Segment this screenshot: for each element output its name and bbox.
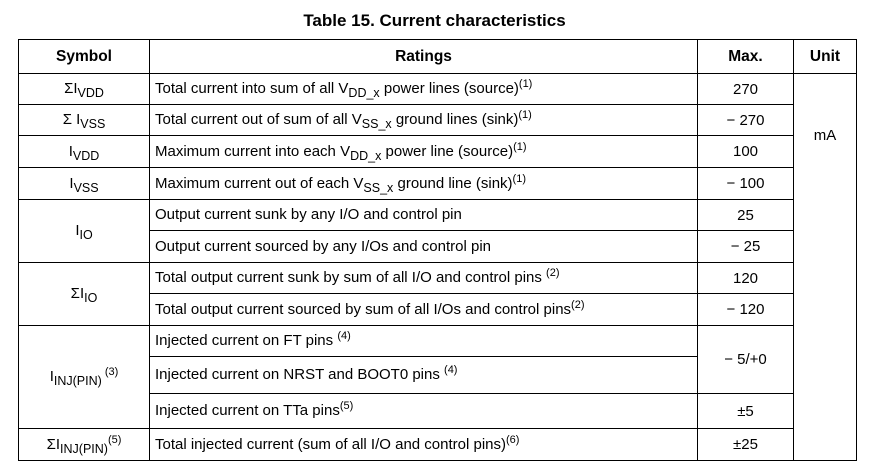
symbol-main: I [68, 142, 73, 160]
table-caption: Table 15. Current characteristics [303, 11, 566, 30]
rating-cell: Total output current sourced by sum of a… [149, 293, 698, 326]
symbol-subscript: IO [84, 291, 98, 305]
table-row: Injected current on TTa pins(5)±5 [19, 393, 857, 429]
max-value-cell: − 25 [697, 230, 794, 263]
table-row: Output current sourced by any I/Os and c… [19, 230, 857, 263]
symbol-main: ΣI [64, 80, 78, 97]
symbol-subscript: IO [79, 228, 93, 242]
rating-text-tail: power line (source) [381, 142, 514, 160]
rating-text: Total output current sourced by sum of a… [155, 300, 572, 318]
rating-subscript: SS_x [361, 117, 392, 131]
symbol-main: ΣI [70, 285, 85, 302]
symbol-main: I [69, 174, 74, 192]
header-unit: Unit [793, 39, 857, 74]
rating-text-tail: ground lines (sink) [391, 111, 519, 128]
rating-cell: Injected current on FT pins (4) [149, 325, 698, 357]
rating-cell: Injected current on NRST and BOOT0 pins … [149, 356, 698, 394]
unit-cell: mA [793, 73, 857, 461]
rating-cell: Total current out of sum of all VSS_x gr… [149, 104, 698, 136]
max-value-cell: 100 [697, 135, 794, 168]
symbol-note: (3) [101, 366, 119, 378]
rating-text: Maximum current into each V [155, 142, 351, 160]
max-value-cell: − 270 [697, 104, 794, 136]
rating-cell: Total current into sum of all VDD_x powe… [149, 73, 698, 105]
rating-cell: Injected current on TTa pins(5) [149, 393, 698, 429]
symbol-cell: ΣIVDD [18, 73, 150, 105]
symbol-cell: Σ IVSS [18, 104, 150, 136]
symbol-subscript: VSS [80, 117, 106, 131]
symbol-subscript: VDD [72, 148, 100, 163]
table-row: ΣIIO Total output current sunk by sum of … [18, 262, 857, 326]
symbol-cell: IIO [18, 199, 150, 263]
symbol-cell: IVSS [18, 167, 150, 200]
rating-note: (4) [337, 330, 351, 342]
rating-cell: Output current sourced by any I/Os and c… [149, 230, 698, 263]
rating-subscript: SS_x [363, 180, 394, 195]
header-row: Symbol Ratings Max. Unit [18, 39, 857, 74]
symbol-main: ΣI [46, 435, 61, 453]
rating-note: (4) [444, 364, 458, 376]
symbol-cell: ΣIIO [18, 262, 150, 326]
rating-subscript: DD_x [350, 148, 382, 163]
symbol-main: I [49, 368, 54, 385]
symbol-main: Σ I [62, 111, 81, 128]
rating-note: (1) [518, 109, 532, 121]
table-row: Injected current on NRST and BOOT0 pins … [19, 356, 857, 394]
max-value-cell: 120 [697, 262, 794, 294]
max-value-cell: − 120 [697, 293, 794, 326]
rating-note: (2) [546, 267, 560, 279]
rating-text: Output current sunk by any I/O and contr… [155, 206, 462, 223]
rating-cell: Total output current sunk by sum of all … [149, 262, 698, 294]
rating-text: Maximum current out of each V [155, 174, 364, 192]
rating-text: Total current into sum of all V [155, 80, 349, 97]
rating-cell: Output current sunk by any I/O and contr… [149, 199, 698, 231]
symbol-note: (5) [107, 433, 122, 446]
rating-note: (6) [506, 433, 520, 446]
table-row: IIO Output current sunk by any I/O and co… [18, 199, 857, 263]
rating-note: (1) [513, 140, 527, 153]
max-value-cell: − 100 [697, 167, 794, 200]
symbol-subscript: VSS [73, 180, 99, 195]
rating-text: Output current sourced by any I/Os and c… [155, 237, 492, 255]
rating-text: Injected current on FT pins [155, 332, 338, 349]
rating-text: Total current out of sum of all V [155, 111, 362, 128]
rating-cell: Maximum current out of each VSS_x ground… [149, 167, 698, 200]
table-row: IINJ(PIN) (3)Injected current on FT pins… [18, 325, 857, 429]
rating-text-tail: power lines (source) [379, 80, 519, 97]
rating-text: Total injected current (sum of all I/O a… [155, 435, 506, 453]
max-value-cell: 25 [697, 199, 794, 231]
rating-subscript: DD_x [348, 86, 380, 100]
header-max: Max. [697, 39, 794, 74]
max-value-cell: ±25 [697, 428, 794, 461]
symbol-subscript: INJ(PIN) [53, 374, 102, 388]
rating-text: Injected current on NRST and BOOT0 pins [155, 366, 445, 383]
symbol-cell: IINJ(PIN) (3) [18, 325, 150, 429]
header-symbol: Symbol [18, 39, 150, 74]
rating-cell: Total injected current (sum of all I/O a… [149, 428, 698, 461]
symbol-subscript: VDD [77, 86, 104, 100]
symbol-subscript: INJ(PIN) [60, 441, 108, 456]
max-value-cell: ±5 [697, 393, 794, 429]
max-value-cell: − 5/+0 [697, 325, 794, 394]
rating-note: (1) [518, 78, 533, 90]
max-value-cell: 270 [697, 73, 794, 105]
header-ratings: Ratings [149, 39, 698, 74]
rating-note: (1) [512, 172, 526, 185]
table-row: ΣIINJ(PIN)(5) Total injected current (sum… [18, 428, 857, 461]
symbol-cell: ΣIINJ(PIN)(5) [18, 428, 150, 461]
symbol-cell: IVDD [18, 135, 150, 168]
rating-text-tail: ground line (sink) [393, 174, 513, 192]
rating-text: Total output current sunk by sum of all … [155, 269, 547, 286]
rating-text: Injected current on TTa pins [155, 402, 340, 419]
rating-cell: Maximum current into each VDD_x power li… [149, 135, 698, 168]
rating-note: (2) [571, 298, 585, 311]
rating-note: (5) [339, 400, 354, 412]
symbol-main: I [75, 222, 80, 239]
